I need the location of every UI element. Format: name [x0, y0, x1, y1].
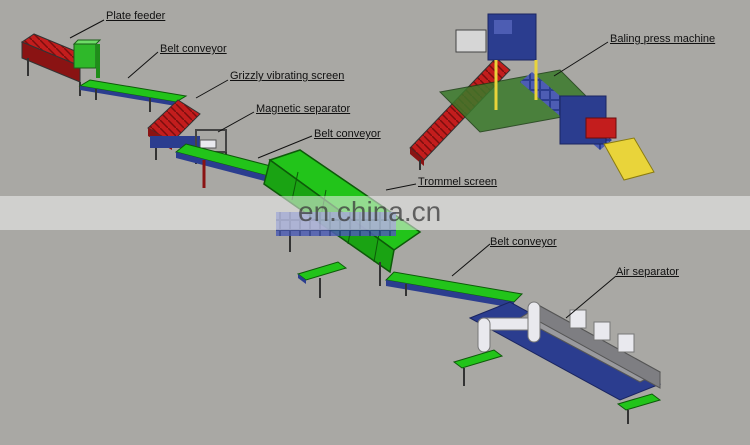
label-plate-feeder: Plate feeder — [106, 10, 166, 22]
leader-lines — [69, 19, 617, 319]
watermark: en.china.cn — [298, 196, 442, 227]
watermark-band — [0, 196, 750, 230]
label-trommel-screen: Trommel screen — [418, 176, 498, 188]
label-belt-conveyor-1: Belt conveyor — [160, 43, 227, 55]
label-magnetic-separator: Magnetic separator — [256, 103, 351, 115]
belt-conveyor-3-machine — [384, 271, 524, 308]
air-separator-machine — [452, 301, 662, 424]
belt-conveyor-1-machine — [78, 79, 188, 112]
baling-press-machine — [409, 13, 655, 181]
label-baling-press: Baling press machine — [610, 33, 716, 45]
side-conveyor-left — [296, 261, 348, 298]
label-belt-conveyor-2: Belt conveyor — [314, 128, 381, 140]
label-belt-conveyor-3: Belt conveyor — [490, 236, 557, 248]
label-grizzly-screen: Grizzly vibrating screen — [230, 70, 345, 82]
label-air-separator: Air separator — [616, 266, 679, 278]
plate-feeder-machine — [20, 33, 102, 96]
